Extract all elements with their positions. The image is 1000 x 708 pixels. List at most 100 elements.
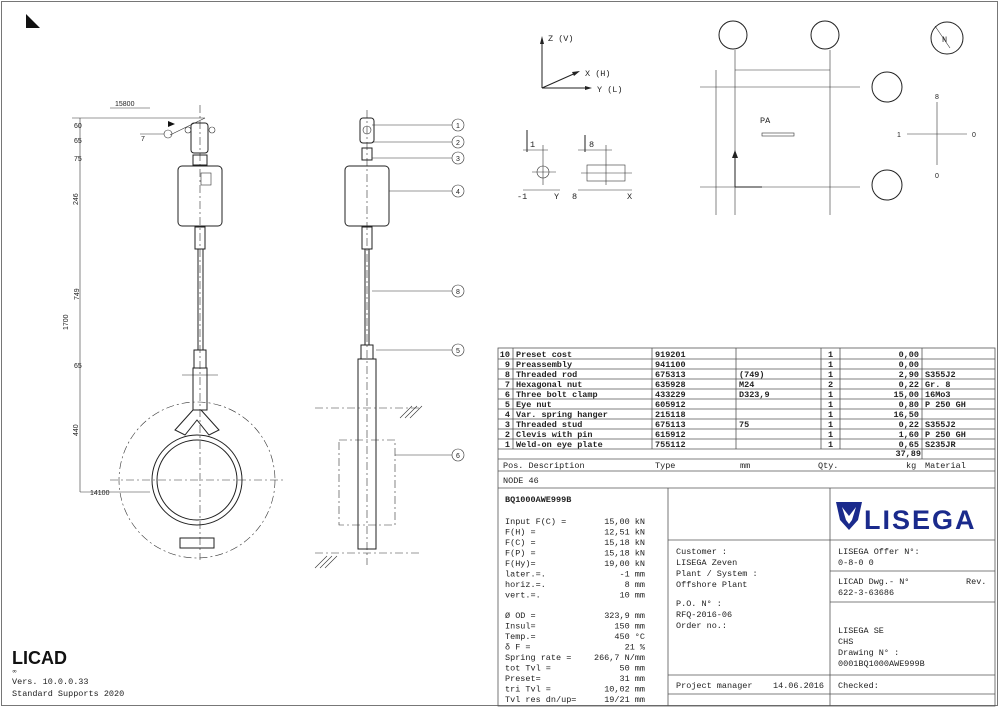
cell-material: S235JR — [925, 440, 957, 450]
drawing-label: Drawing N° : — [838, 648, 899, 658]
dim-elevation: 15800 — [115, 101, 135, 108]
cell-mm: M24 — [739, 380, 754, 390]
axis-x-label: X (H) — [585, 69, 611, 79]
lisega-logo: LISEGA — [836, 502, 977, 535]
cell-qty: 1 — [828, 440, 833, 450]
drawing-value: 0001BQ1000AWE999B — [838, 659, 925, 669]
licad-infinity-icon: ∞ — [12, 668, 17, 675]
spec-value: 31 mm — [619, 674, 645, 684]
plant-label: Plant / System : — [676, 569, 758, 579]
spec-label: horiz.=. — [505, 580, 546, 590]
y-small-label: Y — [554, 192, 559, 202]
spec-label: Temp.= — [505, 632, 536, 642]
customer-value: LISEGA Zeven — [676, 558, 737, 568]
cell-desc: Clevis with pin — [516, 430, 593, 440]
dim-246: 246 — [73, 193, 80, 205]
compass-right-value: 0 — [972, 132, 976, 139]
cell-kg: 16,50 — [893, 410, 919, 420]
cell-type: 941100 — [655, 360, 686, 370]
cell-material: 16Mo3 — [925, 390, 951, 400]
callout-bubble — [451, 151, 465, 165]
cell-desc: Preset cost — [516, 350, 572, 360]
po-value: RFQ-2016-06 — [676, 610, 732, 620]
spec-value: 15,18 kN — [604, 549, 645, 559]
cell-qty: 1 — [828, 370, 833, 380]
cell-mm: (749) — [739, 370, 765, 380]
po-label: P.O. N° : — [676, 599, 722, 609]
spec-label: Tvl res dn/up= — [505, 695, 576, 705]
node-label: NODE 46 — [503, 476, 539, 486]
axis-triad: Z (V) X (H) Y (L) 1 -1 Y 8 8 X — [517, 34, 632, 202]
cell-desc: Three bolt clamp — [516, 390, 598, 400]
dim-75: 75 — [74, 156, 82, 163]
spec-value: 8 mm — [625, 580, 645, 590]
callout-bubble — [451, 135, 465, 149]
total-weight: 37,89 — [895, 449, 921, 459]
cell-kg: 0,00 — [899, 350, 919, 360]
spec-label: F(H) = — [505, 528, 536, 538]
callout-number: 2 — [456, 140, 460, 147]
cell-pos: 5 — [505, 400, 510, 410]
spec-value: 10 mm — [619, 591, 645, 601]
x-small-label: X — [627, 192, 632, 202]
cell-pos: 1 — [505, 440, 510, 450]
spec-value: 19/21 mm — [604, 695, 645, 705]
spec-label: vert.=. — [505, 591, 541, 601]
cell-desc: Preassembly — [516, 360, 572, 370]
cell-qty: 1 — [828, 360, 833, 370]
spec-value: 323,9 mm — [604, 611, 645, 621]
callout-bubble — [451, 118, 465, 132]
cell-type: 215118 — [655, 410, 686, 420]
callout-number: 5 — [456, 348, 460, 355]
axis-y-label: Y (L) — [597, 85, 623, 95]
cell-pos: 3 — [505, 420, 510, 430]
callout-number: 8 — [456, 289, 460, 296]
cell-material: Gr. 8 — [925, 380, 951, 390]
side-view — [314, 110, 423, 569]
callout-number: 1 — [456, 123, 460, 130]
offer-label: LISEGA Offer N°: — [838, 547, 920, 557]
plan-view: N PA 8 0 1 0 — [700, 20, 976, 215]
dim-65b: 65 — [74, 363, 82, 370]
cell-type: 755112 — [655, 440, 686, 450]
spec-value: 450 °C — [614, 632, 645, 642]
cell-qty: 2 — [828, 380, 833, 390]
elevation-view: 15800 7 60 65 75 246 1700 749 65 440 141… — [63, 101, 285, 560]
cell-mm: 75 — [739, 420, 749, 430]
dim-1700: 1700 — [63, 314, 70, 330]
dim-65: 65 — [74, 138, 82, 145]
weld-size: 7 — [141, 136, 145, 143]
customer-label: Customer : — [676, 547, 727, 557]
header-pos-description: Pos. Description — [503, 461, 585, 471]
cell-pos: 4 — [505, 410, 510, 420]
header-type: Type — [655, 461, 675, 471]
spec-label: Input F(C) = — [505, 517, 566, 527]
cell-kg: 0,22 — [899, 420, 919, 430]
cell-kg: 2,90 — [899, 370, 919, 380]
cell-qty: 1 — [828, 390, 833, 400]
lisega-logo-text: LISEGA — [864, 505, 977, 535]
cell-pos: 7 — [505, 380, 510, 390]
callout-bubble — [451, 343, 465, 357]
company-name: LISEGA SE — [838, 626, 884, 636]
cell-pos: 9 — [505, 360, 510, 370]
cell-pos: 6 — [505, 390, 510, 400]
cell-type: 675113 — [655, 420, 686, 430]
cell-desc: Var. spring hanger — [516, 410, 608, 420]
software-version: Vers. 10.0.0.33 — [12, 677, 89, 687]
dwg-label: LICAD Dwg.- N° — [838, 577, 909, 587]
cell-mm: D323,9 — [739, 390, 770, 400]
header-kg: kg — [906, 461, 916, 471]
cell-kg: 0,22 — [899, 380, 919, 390]
cell-material: S355J2 — [925, 420, 956, 430]
cell-desc: Eye nut — [516, 400, 552, 410]
